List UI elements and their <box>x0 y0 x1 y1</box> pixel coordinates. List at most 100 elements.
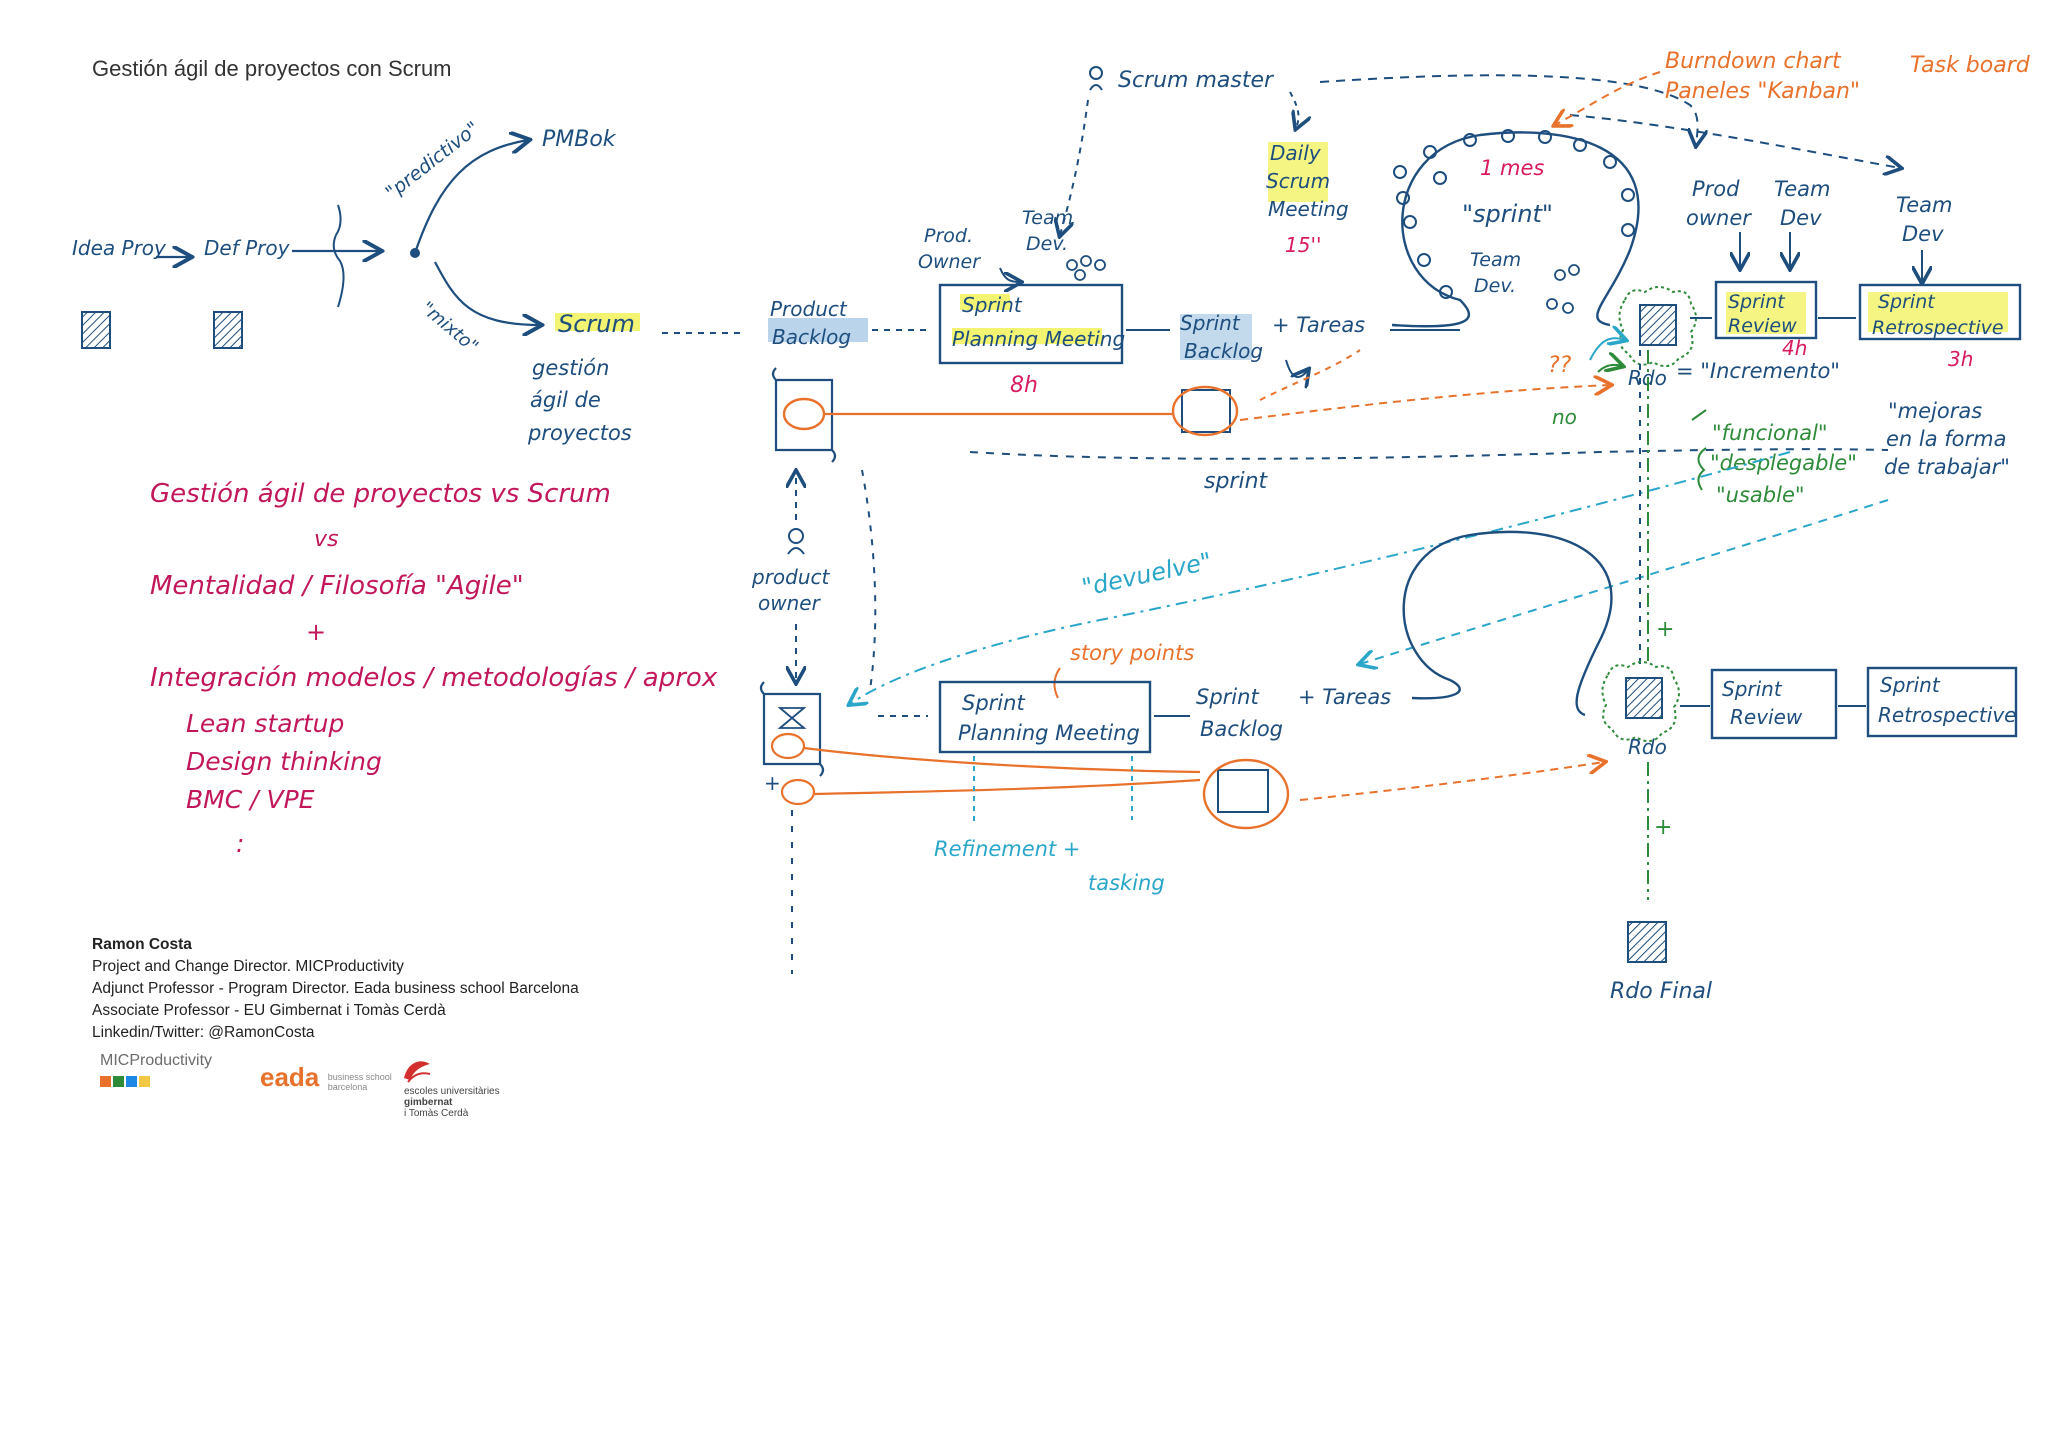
product-owner-line-2: owner <box>758 591 822 615</box>
author-line-4: Linkedin/Twitter: @RamonCosta <box>92 1024 315 1041</box>
mejoras-line-2: en la forma <box>1886 427 2006 451</box>
planning-time: 8h <box>1010 373 1038 398</box>
top-roles: Scrum master Daily Scrum Meeting 15'' Bu… <box>1060 49 2031 257</box>
rdo-box-2 <box>1625 677 1663 719</box>
product-backlog-line-1: Product <box>770 297 848 321</box>
approach-branch: Idea Proy Def Proy "predictivo" PMBok "m… <box>72 117 742 445</box>
qq-label: ?? <box>1548 353 1572 378</box>
refinement-label: Refinement + <box>934 837 1081 861</box>
idea-label: Idea Proy <box>72 236 167 260</box>
planning-box-1 <box>938 283 1124 365</box>
note-line-1: Gestión ágil de proyectos vs Scrum <box>150 479 611 509</box>
backlog2-to-sprint-link-1 <box>803 746 1201 774</box>
daily-highlight <box>1268 142 1328 202</box>
prod-owner2-2: owner <box>1686 206 1752 230</box>
product-owner-line-1: product <box>751 565 831 589</box>
planning2-line-1: Sprint <box>962 691 1025 715</box>
rdo-box-1 <box>1639 304 1677 346</box>
rdo-green-cloud-1 <box>1618 286 1697 368</box>
retro2-line-2: Retrospective <box>1878 703 2016 727</box>
sprint-backlog-doc-icon <box>1181 389 1231 433</box>
sprint-loop-label: "sprint" <box>1462 200 1553 228</box>
sm-to-retro-dash <box>1569 114 1900 168</box>
author-line-2: Adjunct Professor - Program Director. Ea… <box>92 980 579 997</box>
backlog2-item-circle-1 <box>770 732 806 760</box>
planning-line-1: Sprint <box>962 293 1023 317</box>
product-backlog2-scroll-icon <box>759 681 825 777</box>
sprint-backlog-line-2: Backlog <box>1184 339 1263 363</box>
row2-flow: story points Sprint Planning Meeting Spr… <box>759 530 2018 1004</box>
planning-highlight-1 <box>960 294 1010 310</box>
loop-team-2: Dev. <box>1474 275 1516 297</box>
gestion-line-3: proyectos <box>527 421 632 445</box>
author-line-1: Project and Change Director. MICProducti… <box>92 958 404 975</box>
rdo-final-label: Rdo Final <box>1610 979 1712 1004</box>
mixto-label: "mixto" <box>417 298 482 358</box>
scrum-highlight <box>555 313 640 331</box>
product-backlog-line-2: Backlog <box>772 325 851 349</box>
funcional-line-1: "funcional" <box>1712 421 1828 445</box>
rdo-final-box <box>1627 921 1667 963</box>
predictivo-label: "predictivo" <box>382 117 484 204</box>
note-line-5: Integración modelos / metodologías / apr… <box>150 663 718 693</box>
product-owner-body-icon <box>787 547 805 555</box>
sprint-loop <box>1391 131 1640 328</box>
sm-to-planning-dash <box>1060 99 1089 235</box>
notes: Gestión ágil de proyectos vs Scrum vs Me… <box>150 479 718 858</box>
sprint-backlog2-to-rdo-dash <box>1299 762 1604 801</box>
sprint-backlog-to-rdo-dash <box>1239 385 1610 421</box>
eada-sub-1: business school <box>327 1071 392 1082</box>
tasking-label: tasking <box>1088 871 1165 895</box>
page-title: Gestión ágil de proyectos con Scrum <box>92 56 452 81</box>
retro-line-1: Sprint <box>1878 291 1936 313</box>
sm-to-review-dash <box>1319 74 1698 145</box>
gimbernat-text-1: escoles universitàries <box>404 1086 500 1097</box>
row1-prod-owner-2: Owner <box>918 251 981 273</box>
note-item-2: Design thinking <box>186 747 382 776</box>
sprint-backlog2-doc-icon <box>1217 769 1269 813</box>
eada-logo-subtitle: business school barcelona <box>328 1072 392 1092</box>
burndown-label: Burndown chart <box>1665 49 1842 74</box>
logo-strip: MICProductivity eada business school bar… <box>100 1052 530 1119</box>
eada-sub-2: barcelona <box>327 1081 368 1092</box>
idea-box-icon <box>81 311 111 349</box>
funcional-line-2: "desplegable" <box>1710 451 1857 475</box>
gestion-line-1: gestión <box>532 356 609 380</box>
row1-team-dev-1: Team <box>1022 207 1073 229</box>
loop-people-icon <box>1546 264 1580 314</box>
sprint-backlog-highlight <box>1180 314 1252 360</box>
note-item-4: : <box>236 829 244 858</box>
review2-line-2: Review <box>1730 705 1803 729</box>
sprint-backlog2-line-2: Backlog <box>1200 717 1283 741</box>
scrum-master-body-icon <box>1089 84 1103 91</box>
note-item-3: BMC / VPE <box>186 785 315 814</box>
middle-links: product owner "devuelve" + <box>751 350 1889 704</box>
row2-tareas: + Tareas <box>1298 685 1391 709</box>
rdo-green-link <box>1597 365 1622 372</box>
rdo-label-2: Rdo <box>1628 735 1667 759</box>
scrum-label: Scrum <box>558 310 635 338</box>
funcional-arrow <box>1691 409 1707 491</box>
author-name: Ramon Costa <box>92 936 192 953</box>
micproductivity-logo-text: MICProductivity <box>100 1052 213 1069</box>
tareas-curl-arrow <box>1285 359 1308 377</box>
devuelve-label: "devuelve" <box>1079 547 1214 602</box>
sprint-boundary-label: sprint <box>1204 469 1269 494</box>
review-highlight-1 <box>1726 292 1806 334</box>
scrum-master-head-icon <box>1089 66 1103 80</box>
row1-tareas: + Tareas <box>1272 313 1365 337</box>
row1-team-dev-2: Dev. <box>1026 233 1068 255</box>
eada-logo: eada business school barcelona <box>260 1062 392 1093</box>
branch-down <box>434 261 540 325</box>
gimbernat-logo: escoles universitàries gimbernat i Tomàs… <box>400 1056 530 1119</box>
planning-box-2 <box>938 680 1152 754</box>
planning-line-2: Planning Meeting <box>952 327 1125 351</box>
mejoras-line-1: "mejoras <box>1888 399 1982 423</box>
loop-day-marks <box>1393 129 1635 299</box>
team-dev2-2: Dev <box>1780 206 1822 230</box>
mejoras-line-3: de trabajar" <box>1884 455 2010 479</box>
retro-time: 3h <box>1948 347 1973 371</box>
scrum-master-label: Scrum master <box>1118 68 1275 93</box>
review-time: 4h <box>1782 336 1807 360</box>
